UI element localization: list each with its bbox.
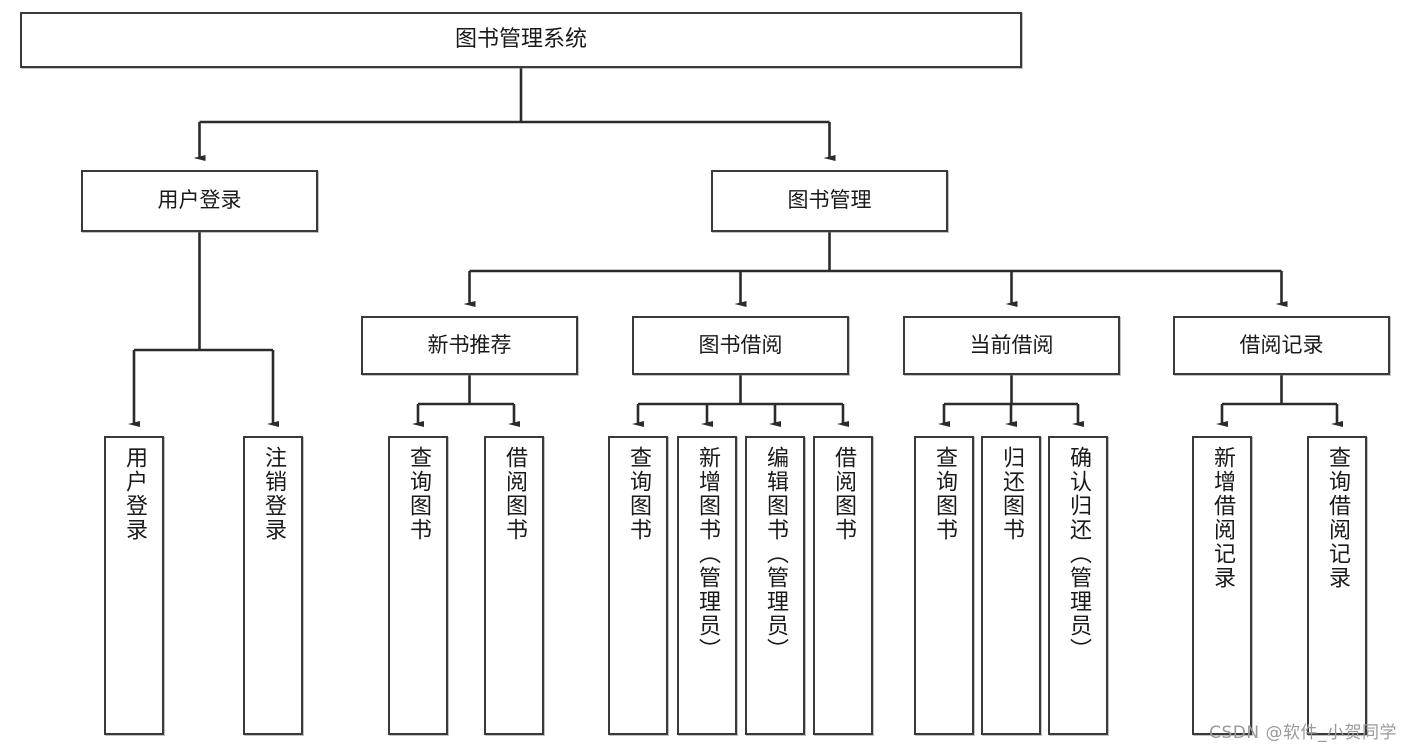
node-function-query-borrow-record[interactable]: 查询借阅记录 [1307, 436, 1367, 735]
csdn-watermark: CSDN @软件_小贺同学 [1209, 723, 1397, 743]
node-root-system[interactable]: 图书管理系统 [20, 12, 1022, 68]
node-label: 查询图书 [626, 446, 651, 542]
node-function-query-book-borrow[interactable]: 查询图书 [608, 436, 668, 735]
node-label: 图书管理 [787, 188, 872, 213]
node-label: 归还图书 [999, 446, 1024, 542]
node-label: 用户登录 [122, 446, 147, 542]
node-function-edit-book-admin[interactable]: 编辑图书（管理员） [745, 436, 805, 735]
node-submodule-book-borrow[interactable]: 图书借阅 [632, 316, 849, 375]
node-submodule-new-book-recommend[interactable]: 新书推荐 [361, 316, 578, 375]
node-label: 当前借阅 [969, 332, 1054, 357]
node-label: 确认归还（管理员） [1066, 446, 1091, 662]
node-label: 用户登录 [157, 188, 242, 213]
node-submodule-current-borrow[interactable]: 当前借阅 [903, 316, 1120, 375]
node-label: 查询图书 [406, 446, 431, 542]
node-module-book-management[interactable]: 图书管理 [711, 170, 948, 232]
node-function-logout[interactable]: 注销登录 [243, 436, 303, 735]
node-label: 查询图书 [932, 446, 957, 542]
node-module-user-login[interactable]: 用户登录 [81, 170, 318, 232]
node-function-confirm-return-admin[interactable]: 确认归还（管理员） [1048, 436, 1108, 735]
node-label: 新增借阅记录 [1210, 446, 1235, 590]
node-function-add-book-admin[interactable]: 新增图书（管理员） [677, 436, 737, 735]
node-label: 借阅图书 [502, 446, 527, 542]
node-function-return-book[interactable]: 归还图书 [981, 436, 1041, 735]
node-function-query-book-recommend[interactable]: 查询图书 [388, 436, 448, 735]
node-function-query-book-current[interactable]: 查询图书 [914, 436, 974, 735]
node-label: 借阅图书 [831, 446, 856, 542]
node-label: 新增图书（管理员） [695, 446, 720, 662]
node-label: 编辑图书（管理员） [763, 446, 788, 662]
node-label: 查询借阅记录 [1325, 446, 1350, 590]
node-label: 新书推荐 [427, 332, 512, 357]
node-function-borrow-book-recommend[interactable]: 借阅图书 [484, 436, 544, 735]
node-label: 借阅记录 [1239, 332, 1324, 357]
node-label: 注销登录 [261, 446, 286, 542]
node-function-user-login[interactable]: 用户登录 [104, 436, 164, 735]
node-function-add-borrow-record[interactable]: 新增借阅记录 [1192, 436, 1252, 735]
node-label: 图书管理系统 [454, 26, 587, 52]
node-label: 图书借阅 [698, 332, 783, 357]
node-function-borrow-book[interactable]: 借阅图书 [813, 436, 873, 735]
node-submodule-borrow-record[interactable]: 借阅记录 [1173, 316, 1390, 375]
